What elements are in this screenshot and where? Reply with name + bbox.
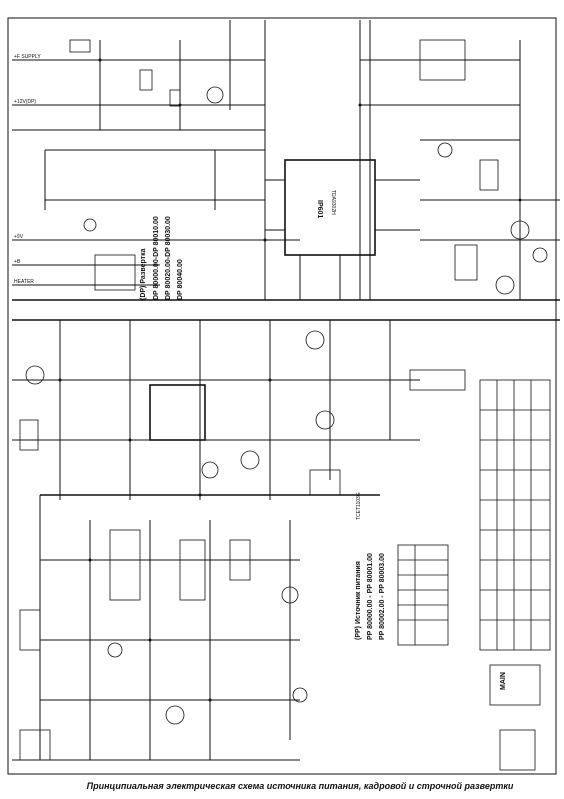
svg-text:DP 80040.00: DP 80040.00 xyxy=(177,259,184,300)
figure-caption: Принципиальная электрическая схема источ… xyxy=(86,781,514,791)
rail-label: HEATER xyxy=(14,279,34,285)
ic-type: TDA9302H xyxy=(330,190,336,215)
top-supply-section: +F SUPPLY +12V(DP) +9V +B HEATER xyxy=(12,20,560,321)
rail-label: +F SUPPLY xyxy=(14,54,41,60)
svg-text:MAIN: MAIN xyxy=(500,672,507,690)
parts-table-left xyxy=(397,544,449,646)
junction-dots xyxy=(58,58,522,702)
connector-block: MAIN xyxy=(489,664,541,771)
pp-block-label: (PP) Источник питания PP 80000.00 - PP 8… xyxy=(355,553,386,640)
svg-text:DP 80000.00-DP 80010.00: DP 80000.00-DP 80010.00 xyxy=(153,216,160,300)
svg-text:DP 80020.00-DP 80030.00: DP 80020.00-DP 80030.00 xyxy=(165,216,172,300)
dp-block-label: (DP) Развертка DP 80000.00-DP 80010.00 D… xyxy=(140,216,184,300)
parts-table-right xyxy=(479,379,551,651)
power-supply-section: TCET1103G xyxy=(12,320,466,520)
svg-text:PP 80000.00 - PP 80001.00: PP 80000.00 - PP 80001.00 xyxy=(367,553,374,640)
svg-text:PP 80002.00 - PP 80003.00: PP 80002.00 - PP 80003.00 xyxy=(379,553,386,640)
tce-label: TCET1103G xyxy=(356,492,362,520)
deflection-section xyxy=(359,20,560,300)
svg-text:(PP) Источник питания: (PP) Источник питания xyxy=(355,561,362,640)
ic-ref: IP601 xyxy=(316,200,323,218)
rail-label: +9V xyxy=(14,234,24,240)
bottom-section xyxy=(12,495,308,761)
ic-ip601: IP601 TDA9302H xyxy=(265,159,420,300)
rail-label: +B xyxy=(14,259,21,265)
schematic-frame xyxy=(7,17,557,775)
rail-label: +12V(DP) xyxy=(14,99,36,105)
svg-text:(DP) Развертка: (DP) Развертка xyxy=(140,248,147,300)
